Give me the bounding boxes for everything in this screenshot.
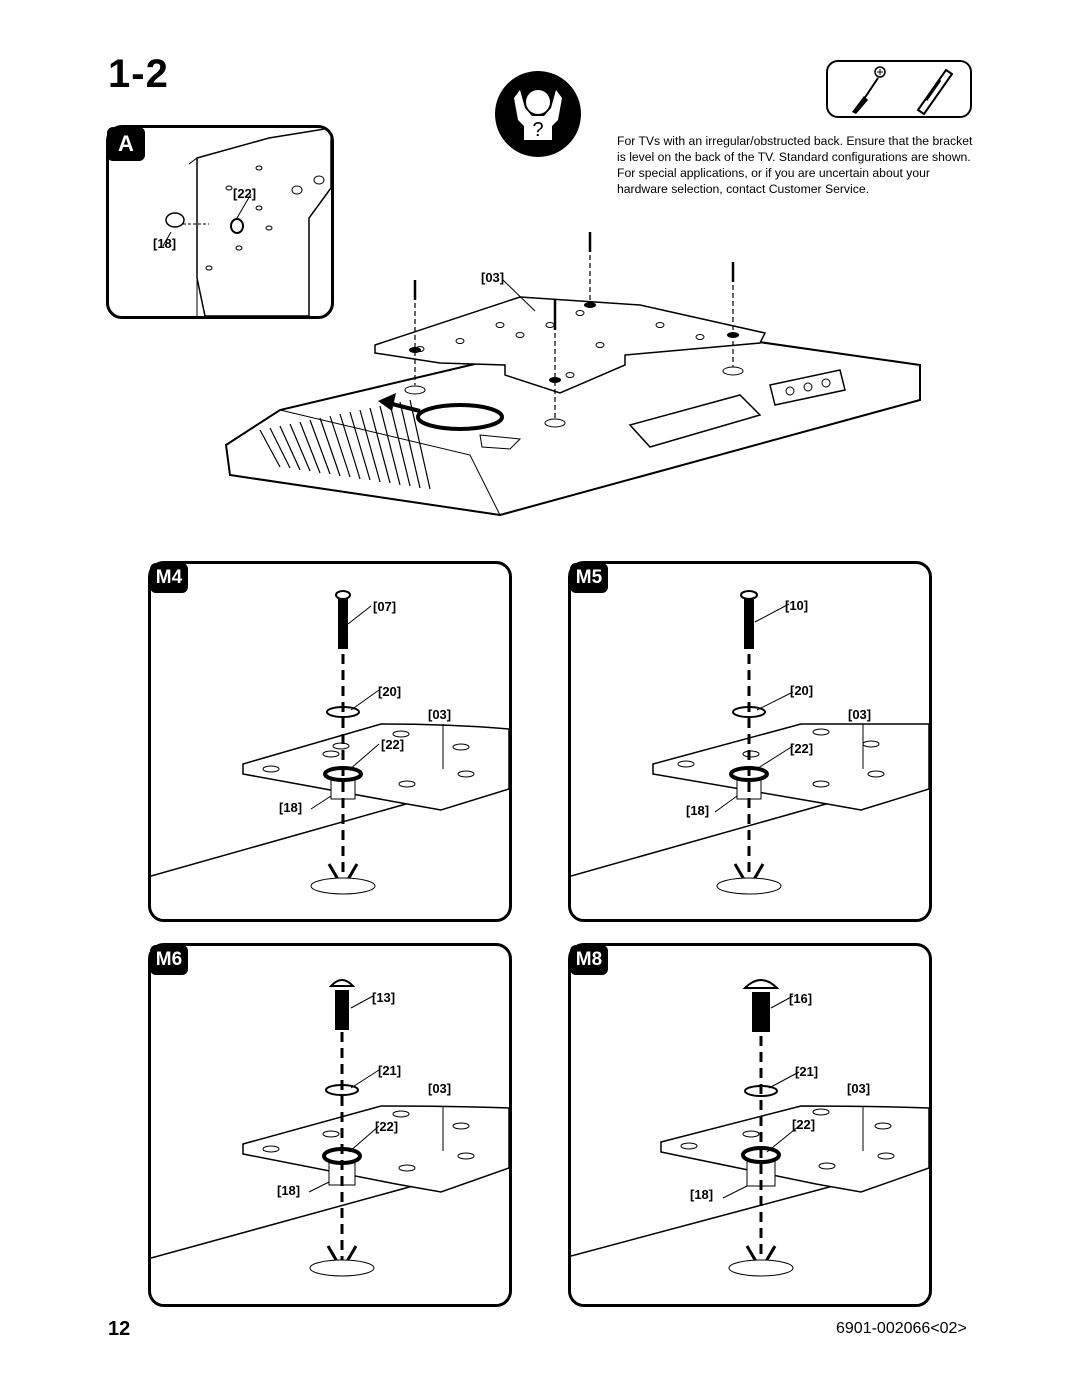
panel-m6 xyxy=(148,943,512,1307)
instruction-note: For TVs with an irregular/obstructed bac… xyxy=(617,134,973,196)
label-plate-m8: [03] xyxy=(847,1081,871,1096)
panel-m4 xyxy=(148,561,512,922)
label-18: [18] xyxy=(153,236,177,251)
label-plate-m6: [03] xyxy=(428,1081,452,1096)
panel-m5 xyxy=(568,561,932,922)
tools-box xyxy=(826,60,972,118)
label-washer-m4: [20] xyxy=(378,684,402,699)
label-washer-m8: [21] xyxy=(795,1064,819,1079)
vent-grille xyxy=(259,399,431,490)
document-code: 6901-002066<02> xyxy=(836,1320,967,1337)
panel-m8 xyxy=(568,943,932,1307)
label-03-main: [03] xyxy=(481,270,505,285)
label-spacer-m8: [18] xyxy=(690,1187,714,1202)
label-plate-m5: [03] xyxy=(848,707,872,722)
label-screw-m4: [07] xyxy=(373,599,397,614)
detail-panel-a xyxy=(106,125,334,319)
label-washer-m5: [20] xyxy=(790,683,814,698)
tab-a: A xyxy=(107,127,145,161)
screwdriver-icon xyxy=(852,66,886,114)
label-plate-m4: [03] xyxy=(428,707,452,722)
tab-m5: M5 xyxy=(570,563,608,593)
label-spacer-m6: [18] xyxy=(277,1183,301,1198)
help-question-mark: ? xyxy=(532,119,543,141)
level-icon xyxy=(916,68,954,116)
help-person-icon: ? xyxy=(495,71,581,157)
step-title: 1-2 xyxy=(108,52,169,96)
label-washer-m6: [21] xyxy=(378,1063,402,1078)
label-spacer-m5: [18] xyxy=(686,803,710,818)
tv-back-diagram xyxy=(224,232,921,517)
label-spacer-washer-m5: [22] xyxy=(790,741,814,756)
tab-m6: M6 xyxy=(150,945,188,975)
page-number: 12 xyxy=(108,1318,131,1340)
tab-m8: M8 xyxy=(570,945,608,975)
label-spacer-washer-m6: [22] xyxy=(375,1119,399,1134)
label-spacer-washer-m4: [22] xyxy=(381,737,405,752)
label-spacer-washer-m8: [22] xyxy=(792,1117,816,1132)
label-screw-m6: [13] xyxy=(372,990,396,1005)
label-spacer-m4: [18] xyxy=(279,800,303,815)
label-screw-m8: [16] xyxy=(789,991,813,1006)
tab-m4: M4 xyxy=(150,563,188,593)
label-screw-m5: [10] xyxy=(785,598,809,613)
label-22: [22] xyxy=(233,186,257,201)
